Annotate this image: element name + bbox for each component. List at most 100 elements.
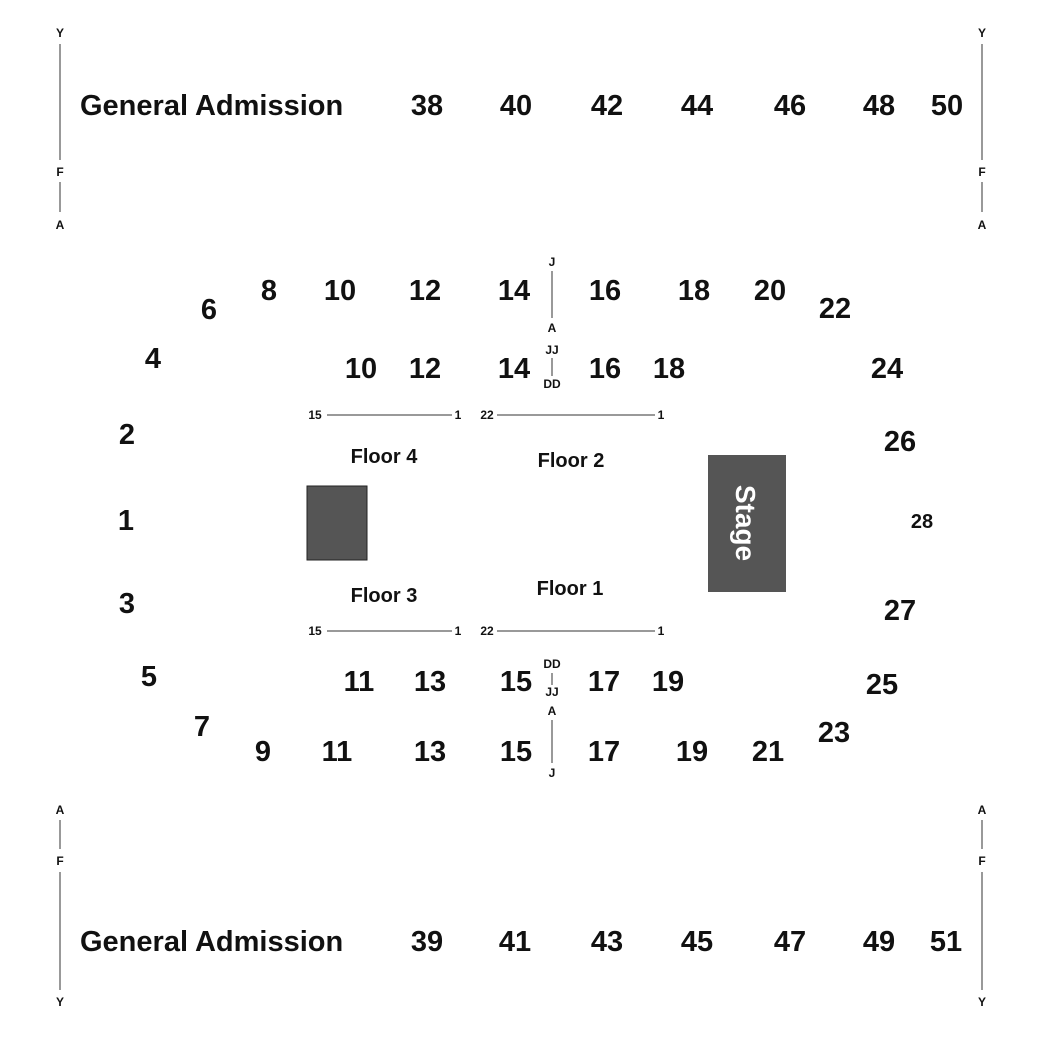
section-17-inner[interactable]: 17 — [588, 666, 620, 698]
section-1[interactable]: 1 — [118, 505, 134, 537]
scale-start: 22 — [480, 624, 494, 638]
ruler-label-f: F — [56, 854, 63, 868]
section-48[interactable]: 48 — [863, 90, 895, 122]
row-label-jj: JJ — [545, 343, 558, 357]
section-13-outer[interactable]: 13 — [414, 736, 446, 768]
scale-end: 1 — [658, 624, 665, 638]
section-5[interactable]: 5 — [141, 661, 157, 693]
floor-scale-right-top: 22 1 — [480, 408, 664, 422]
ruler-bottom-left: A F Y — [56, 803, 65, 1009]
section-8[interactable]: 8 — [261, 275, 277, 307]
row-label-jj: JJ — [545, 685, 558, 699]
row-label-a: A — [548, 704, 557, 718]
scale-start: 22 — [480, 408, 494, 422]
ruler-label-a: A — [978, 803, 987, 817]
row-label-j: J — [549, 255, 556, 269]
scale-start: 15 — [308, 408, 322, 422]
section-19-inner[interactable]: 19 — [652, 666, 684, 698]
row-marker-lower-inner: DD JJ — [543, 657, 561, 699]
floor-4[interactable]: Floor 4 — [351, 446, 419, 468]
section-21[interactable]: 21 — [752, 736, 784, 768]
ga-label-bottom: General Admission — [80, 926, 343, 958]
section-46[interactable]: 46 — [774, 90, 806, 122]
stage-block — [708, 455, 786, 592]
section-22[interactable]: 22 — [819, 293, 851, 325]
section-4[interactable]: 4 — [145, 343, 161, 375]
section-10-outer[interactable]: 10 — [324, 275, 356, 307]
section-12-inner[interactable]: 12 — [409, 353, 441, 385]
ruler-bottom-right: A F Y — [978, 803, 987, 1009]
floor-scale-right-bottom: 22 1 — [480, 624, 664, 638]
section-20[interactable]: 20 — [754, 275, 786, 307]
section-17-outer[interactable]: 17 — [588, 736, 620, 768]
section-16-outer[interactable]: 16 — [589, 275, 621, 307]
row-label-j: J — [549, 766, 556, 780]
section-41[interactable]: 41 — [499, 926, 531, 958]
section-51[interactable]: 51 — [930, 926, 962, 958]
section-11-inner[interactable]: 11 — [344, 666, 375, 698]
section-25[interactable]: 25 — [866, 669, 898, 701]
scale-end: 1 — [658, 408, 665, 422]
section-18-outer[interactable]: 18 — [678, 275, 710, 307]
section-15-outer[interactable]: 15 — [500, 736, 532, 768]
section-11-outer[interactable]: 11 — [322, 736, 353, 768]
section-40[interactable]: 40 — [500, 90, 532, 122]
section-26[interactable]: 26 — [884, 426, 916, 458]
floor-2[interactable]: Floor 2 — [538, 450, 605, 472]
row-label-a: A — [548, 321, 557, 335]
ruler-label-f: F — [978, 165, 985, 179]
scale-end: 1 — [455, 624, 462, 638]
section-45[interactable]: 45 — [681, 926, 713, 958]
ga-label-top: General Admission — [80, 90, 343, 122]
section-14-inner[interactable]: 14 — [498, 353, 530, 385]
row-label-dd: DD — [543, 657, 561, 671]
control-booth — [306, 485, 368, 561]
scale-end: 1 — [455, 408, 462, 422]
section-24[interactable]: 24 — [871, 353, 903, 385]
ruler-label-y: Y — [56, 995, 64, 1009]
section-27[interactable]: 27 — [884, 595, 916, 627]
section-38[interactable]: 38 — [411, 90, 443, 122]
section-23[interactable]: 23 — [818, 717, 850, 749]
ruler-label-y: Y — [56, 26, 64, 40]
section-2[interactable]: 2 — [119, 419, 135, 451]
section-28[interactable]: 28 — [911, 511, 933, 533]
ruler-label-a: A — [56, 803, 65, 817]
section-12-outer[interactable]: 12 — [409, 275, 441, 307]
floor-3[interactable]: Floor 3 — [351, 585, 418, 607]
section-42[interactable]: 42 — [591, 90, 623, 122]
section-39[interactable]: 39 — [411, 926, 443, 958]
section-10-inner[interactable]: 10 — [345, 353, 377, 385]
section-9[interactable]: 9 — [255, 736, 271, 768]
floor-scale-left-bottom: 15 1 — [308, 624, 461, 638]
scale-start: 15 — [308, 624, 322, 638]
section-15-inner[interactable]: 15 — [500, 666, 532, 698]
section-44[interactable]: 44 — [681, 90, 713, 122]
section-19-outer[interactable]: 19 — [676, 736, 708, 768]
floor-1[interactable]: Floor 1 — [537, 578, 604, 600]
section-18-inner[interactable]: 18 — [653, 353, 685, 385]
row-marker-upper-inner: JJ DD — [543, 343, 561, 391]
section-49[interactable]: 49 — [863, 926, 895, 958]
ruler-label-y: Y — [978, 995, 986, 1009]
section-6[interactable]: 6 — [201, 294, 217, 326]
ruler-top-left: Y F A — [56, 26, 65, 232]
section-14-outer[interactable]: 14 — [498, 275, 530, 307]
section-50[interactable]: 50 — [931, 90, 963, 122]
row-label-dd: DD — [543, 377, 561, 391]
ruler-label-a: A — [978, 218, 987, 232]
section-3[interactable]: 3 — [119, 588, 135, 620]
section-47[interactable]: 47 — [774, 926, 806, 958]
ruler-label-y: Y — [978, 26, 986, 40]
section-7[interactable]: 7 — [194, 711, 210, 743]
stage-label: Stage — [730, 485, 761, 561]
section-13-inner[interactable]: 13 — [414, 666, 446, 698]
ruler-label-f: F — [978, 854, 985, 868]
floor-scale-left-top: 15 1 — [308, 408, 461, 422]
section-16-inner[interactable]: 16 — [589, 353, 621, 385]
ruler-label-a: A — [56, 218, 65, 232]
section-43[interactable]: 43 — [591, 926, 623, 958]
ruler-label-f: F — [56, 165, 63, 179]
